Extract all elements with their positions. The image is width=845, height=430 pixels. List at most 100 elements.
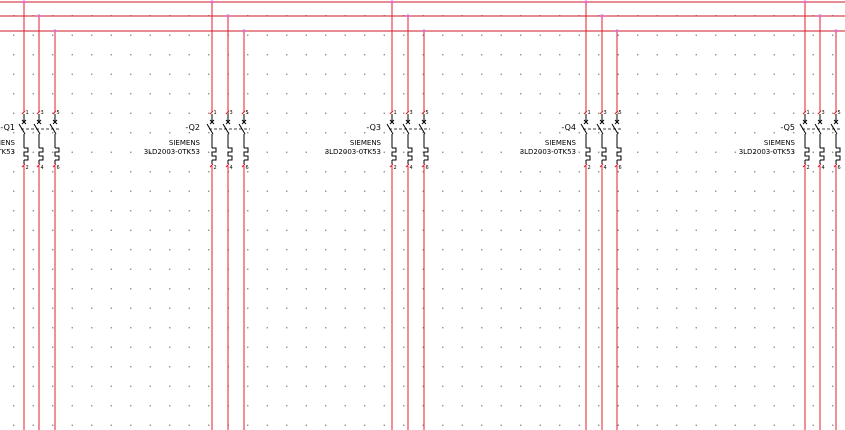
pin-marker <box>421 163 426 168</box>
pin-number-top: 1 <box>394 110 397 116</box>
contact-cross <box>21 119 27 125</box>
pin-number-bottom: 4 <box>230 165 233 171</box>
pin-number-top: 3 <box>410 110 413 116</box>
pin-marker <box>599 110 604 115</box>
pin-number-bottom: 2 <box>214 165 217 171</box>
thermal-element <box>585 147 591 161</box>
manufacturer-label: SIEMENS <box>350 139 382 147</box>
pin-marker <box>833 163 838 168</box>
junction-dot <box>390 0 394 4</box>
pin-number-bottom: 6 <box>838 165 841 171</box>
pin-number-top: 5 <box>246 110 249 116</box>
junction-dot <box>615 29 619 33</box>
contact-cross <box>52 119 58 125</box>
pin-number-bottom: 2 <box>807 165 810 171</box>
contact-cross <box>833 119 839 125</box>
part-number-label: 3LD2003-0TK53 <box>0 148 15 156</box>
pin-number-bottom: 2 <box>588 165 591 171</box>
manufacturer-label: SIEMENS <box>545 139 577 147</box>
thermal-element <box>835 147 841 161</box>
pin-marker <box>583 163 588 168</box>
pin-number-bottom: 2 <box>26 165 29 171</box>
junction-dot <box>22 0 26 4</box>
pin-marker <box>52 163 57 168</box>
pin-number-bottom: 4 <box>410 165 413 171</box>
junction-dot <box>242 29 246 33</box>
pin-marker <box>52 110 57 115</box>
pin-marker <box>599 163 604 168</box>
contact-cross <box>421 119 427 125</box>
pin-marker <box>36 163 41 168</box>
thermal-element <box>601 147 607 161</box>
pin-marker <box>241 110 246 115</box>
contact-cross <box>583 119 589 125</box>
contact-cross <box>405 119 411 125</box>
thermal-element <box>391 147 397 161</box>
contact-cross <box>802 119 808 125</box>
junction-dot <box>422 29 426 33</box>
thermal-element <box>243 147 249 161</box>
pin-number-top: 1 <box>588 110 591 116</box>
pin-number-bottom: 4 <box>41 165 44 171</box>
junction-dot <box>406 14 410 18</box>
thermal-element <box>423 147 429 161</box>
thermal-element <box>54 147 60 161</box>
pin-marker <box>802 110 807 115</box>
pin-number-top: 5 <box>838 110 841 116</box>
junction-dot <box>584 0 588 4</box>
contact-cross <box>36 119 42 125</box>
part-number-label: 3LD2003-0TK53 <box>144 148 200 156</box>
pin-number-bottom: 6 <box>426 165 429 171</box>
pin-marker <box>389 110 394 115</box>
thermal-element <box>407 147 413 161</box>
pin-marker <box>583 110 588 115</box>
thermal-element <box>38 147 44 161</box>
device-tag: -Q3 <box>366 123 381 132</box>
pin-marker <box>833 110 838 115</box>
pin-marker <box>614 110 619 115</box>
pin-marker <box>225 163 230 168</box>
contact-cross <box>389 119 395 125</box>
pin-marker <box>21 163 26 168</box>
thermal-element <box>616 147 622 161</box>
pin-number-top: 3 <box>822 110 825 116</box>
pin-number-top: 1 <box>214 110 217 116</box>
contact-cross <box>817 119 823 125</box>
pin-number-top: 5 <box>57 110 60 116</box>
manufacturer-label: SIEMENS <box>0 139 16 147</box>
pin-number-top: 1 <box>807 110 810 116</box>
thermal-element <box>23 147 29 161</box>
junction-dot <box>53 29 57 33</box>
contact-cross <box>599 119 605 125</box>
thermal-element <box>211 147 217 161</box>
contact-cross <box>241 119 247 125</box>
pin-marker <box>389 163 394 168</box>
pin-number-bottom: 6 <box>619 165 622 171</box>
part-number-label: 3LD2003-0TK53 <box>520 148 576 156</box>
thermal-element <box>227 147 233 161</box>
pin-marker <box>225 110 230 115</box>
contact-cross <box>225 119 231 125</box>
device-tag: -Q2 <box>185 123 200 132</box>
manufacturer-label: SIEMENS <box>169 139 201 147</box>
thermal-element <box>804 147 810 161</box>
pin-number-top: 3 <box>230 110 233 116</box>
junction-dot <box>226 14 230 18</box>
pin-number-bottom: 6 <box>246 165 249 171</box>
pin-marker <box>209 110 214 115</box>
pin-number-top: 1 <box>26 110 29 116</box>
pin-marker <box>36 110 41 115</box>
part-number-label: 3LD2003-0TK53 <box>325 148 381 156</box>
junction-dot <box>37 14 41 18</box>
pin-marker <box>817 163 822 168</box>
contact-cross <box>614 119 620 125</box>
pin-number-bottom: 4 <box>822 165 825 171</box>
part-number-label: 3LD2003-0TK53 <box>739 148 795 156</box>
